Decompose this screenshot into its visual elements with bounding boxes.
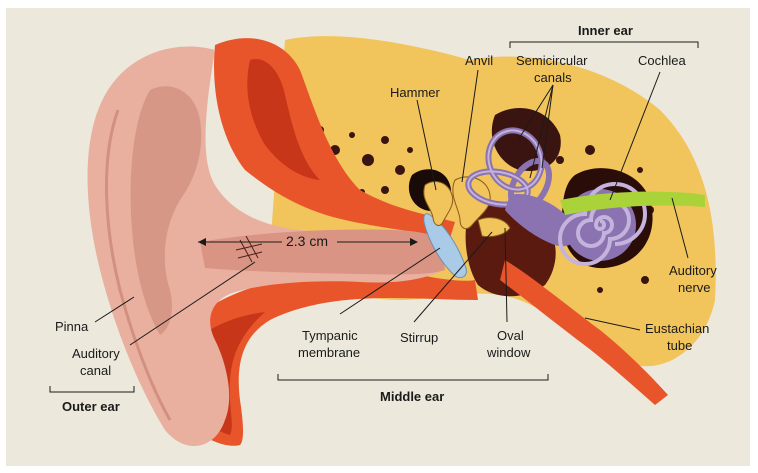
outer-ear-label: Outer ear [62, 399, 120, 414]
leader-lines [94, 69, 689, 346]
stirrup-label: Stirrup [400, 330, 439, 345]
anvil-label: Anvil [465, 53, 494, 68]
outer-ear-bracket [49, 386, 135, 393]
lower-tissue [170, 269, 478, 446]
auditory-nerve [560, 191, 705, 215]
semicircular-canals-label-line2: canals [534, 70, 572, 85]
anvil-bone [452, 176, 491, 230]
semicircular-canals-highlight [467, 129, 543, 206]
hammer-bone [423, 181, 454, 226]
pinna-label: Pinna [55, 319, 89, 334]
tympanic-membrane-label-line2: membrane [298, 345, 361, 360]
eustachian-tube-label-line2: tube [667, 338, 693, 353]
eustachian-tube [500, 260, 668, 405]
auditory-canal-label-line2: canal [80, 363, 112, 378]
eustachian-tube-label-line1: Eustachian [645, 321, 710, 336]
oval-window-label-line1: Oval [497, 328, 524, 343]
pinna-rim [105, 109, 172, 421]
semicircular-canals-label-line1: Semicircular [516, 53, 588, 68]
measurement-arrow [198, 238, 418, 246]
inner-ear-bracket [509, 41, 699, 48]
oval-window-label-line2: window [487, 345, 531, 360]
middle-ear-bracket [277, 374, 549, 381]
canal-hairs [235, 235, 263, 263]
cochlea-label: Cochlea [638, 53, 686, 68]
auditory-canal [200, 229, 445, 275]
auditory-canal-label-line1: Auditory [72, 346, 120, 361]
measurement-label: 2.3 cm [286, 233, 329, 249]
tympanic-membrane-label-line1: Tympanic [302, 328, 358, 343]
vestibule [505, 194, 577, 247]
cochlea-spiral [558, 182, 647, 266]
middle-ear-label: Middle ear [380, 389, 445, 404]
inner-ear-label: Inner ear [578, 23, 633, 38]
pinna-shadow [130, 86, 202, 335]
tympanic-membrane [423, 213, 467, 279]
auditory-nerve-label-line1: Auditory [669, 263, 717, 278]
upper-tissue-dark [247, 59, 320, 180]
hammer-label: Hammer [390, 85, 440, 100]
auditory-nerve-label-line2: nerve [678, 280, 711, 295]
